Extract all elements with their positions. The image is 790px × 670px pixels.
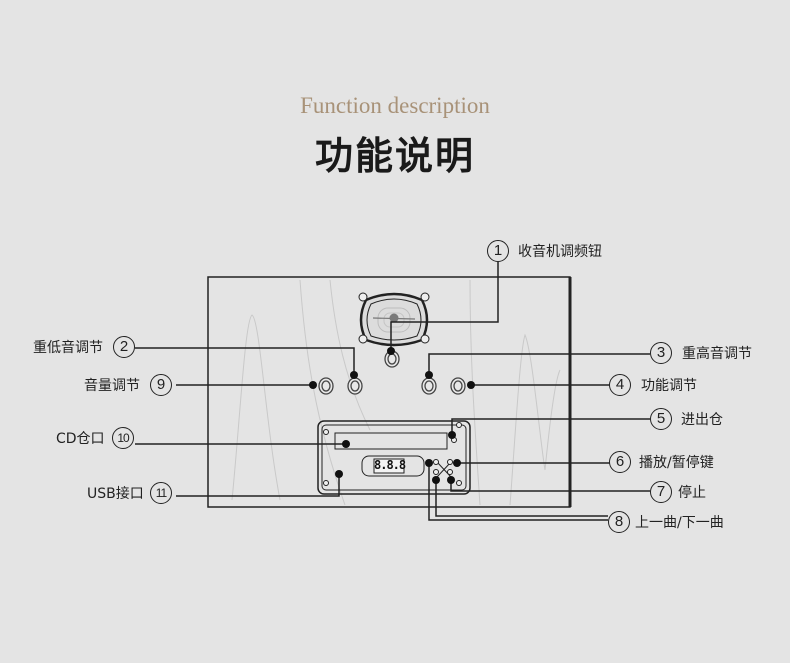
- callout-label-7: 停止: [678, 485, 706, 501]
- leader-5: [451, 418, 650, 434]
- display-window: [373, 458, 405, 474]
- radio-dial: [358, 292, 430, 347]
- bottom-strip: [0, 663, 790, 670]
- callout-number-3: 3: [650, 342, 672, 364]
- dot-9: [309, 381, 317, 389]
- dot-11: [335, 470, 343, 478]
- callout-number-2: 2: [113, 336, 135, 358]
- function-knob: [450, 377, 466, 395]
- leader-8a: [428, 463, 608, 521]
- callout-label-2: 重低音调节: [33, 340, 103, 356]
- callout-number-11: 11: [150, 482, 172, 504]
- dot-3: [425, 371, 433, 379]
- dot-8b: [432, 476, 440, 484]
- callout-number-4: 4: [609, 374, 631, 396]
- bass-knob: [347, 377, 363, 395]
- callout-number-10: 10: [112, 427, 134, 449]
- section-title: 功能说明: [314, 133, 475, 178]
- knobs: [318, 350, 466, 395]
- dot-4: [467, 381, 475, 389]
- callout-number-7: 7: [650, 481, 672, 503]
- dot-8a: [425, 459, 433, 467]
- leader-11: [176, 474, 340, 497]
- callout-number-1: 1: [487, 240, 509, 262]
- leader-2: [135, 347, 355, 375]
- callout-label-4: 功能调节: [641, 378, 697, 394]
- volume-knob: [318, 377, 334, 395]
- callout-label-1: 收音机调频钮: [518, 244, 602, 260]
- callout-label-10: CD仓口: [56, 431, 105, 447]
- dot-7: [447, 476, 455, 484]
- leader-lines: [135, 262, 650, 521]
- display-readout: 8.8.8: [374, 458, 406, 472]
- callout-label-3: 重高音调节: [682, 346, 752, 362]
- callout-label-6: 播放/暂停键: [639, 455, 714, 471]
- callout-number-8: 8: [608, 511, 630, 533]
- dot-10: [342, 440, 350, 448]
- callout-number-6: 6: [609, 451, 631, 473]
- leader-7: [450, 481, 650, 492]
- callout-label-11: USB接口: [87, 486, 144, 502]
- dot-6: [453, 459, 461, 467]
- dot-1: [387, 347, 395, 355]
- callout-label-9: 音量调节: [84, 378, 140, 394]
- section-subtitle: Function description: [300, 93, 490, 118]
- cd-panel: [317, 420, 471, 495]
- dot-5: [448, 431, 456, 439]
- leader-1: [390, 262, 499, 350]
- callout-number-9: 9: [150, 374, 172, 396]
- callout-label-8: 上一曲/下一曲: [635, 515, 724, 531]
- cd-slot: [334, 432, 448, 450]
- callout-dots: [309, 347, 475, 484]
- dot-2: [350, 371, 358, 379]
- leader-8b: [435, 480, 608, 517]
- display-bezel: [361, 455, 425, 477]
- treble-knob: [421, 377, 437, 395]
- callout-number-5: 5: [650, 408, 672, 430]
- callout-label-5: 进出仓: [681, 412, 723, 428]
- leader-3: [428, 353, 650, 375]
